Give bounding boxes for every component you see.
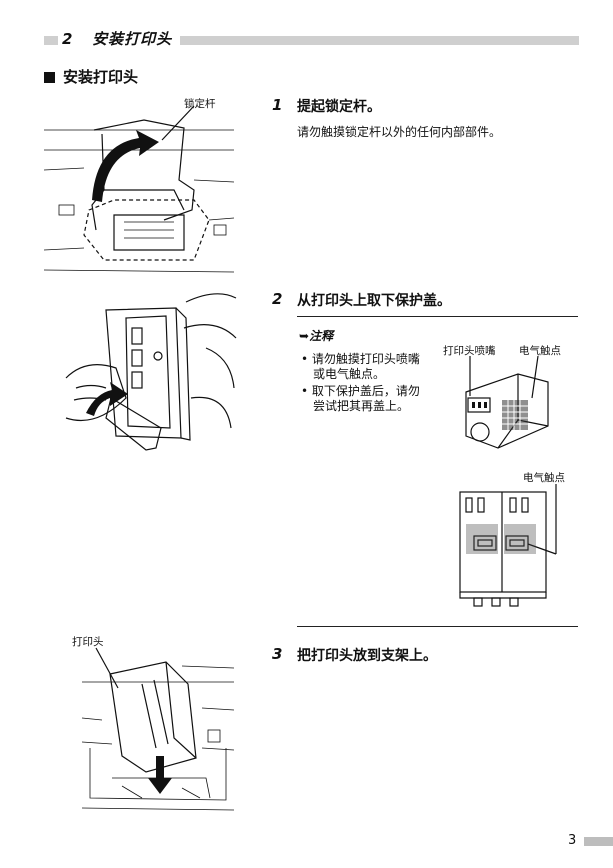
section-header-bar	[44, 36, 579, 45]
page-number: 3	[568, 833, 577, 848]
note-bullet-1: • 请勿触摸打印头喷嘴 或电气触点。	[301, 352, 420, 381]
note-bullet-2-line-1: 取下保护盖后，请勿	[311, 384, 420, 398]
note-arrow-icon: ➥	[299, 329, 310, 343]
place-print-head-illustration	[81, 647, 235, 811]
label-lock-lever: 锁定杆	[184, 98, 216, 110]
label-contacts-2: 电气触点	[523, 472, 565, 484]
note-top-rule	[297, 316, 578, 317]
subsection-title-text: 安装打印头	[63, 68, 139, 86]
section-title-text: 安装打印头	[92, 30, 173, 48]
label-contacts-1: 电气触点	[519, 345, 561, 357]
label-nozzle: 打印头喷嘴	[443, 345, 496, 357]
step-3-number: 3	[272, 645, 283, 663]
step-1-body: 请勿触摸锁定杆以外的任何内部部件。	[297, 125, 502, 139]
section-title: 2 安装打印头	[58, 28, 181, 49]
print-head-nozzle-illustration	[465, 355, 549, 449]
note-bullet-1-line-1: 请勿触摸打印头喷嘴	[311, 352, 420, 366]
note-heading: ➥注释	[299, 327, 333, 344]
note-bullet-1-line-2: 或电气触点。	[313, 367, 386, 381]
section-number: 2	[62, 30, 74, 48]
print-head-contacts-illustration	[459, 484, 557, 607]
remove-cover-illustration	[65, 293, 237, 451]
note-bottom-rule	[297, 626, 578, 627]
note-title: 注释	[309, 329, 334, 343]
square-bullet-icon	[44, 72, 55, 83]
note-bullet-2-line-2: 尝试把其再盖上。	[313, 399, 410, 413]
footer-bar	[584, 837, 613, 846]
step-1-title: 提起锁定杆。	[297, 99, 381, 115]
step-2-title: 从打印头上取下保护盖。	[297, 293, 451, 309]
step-1-number: 1	[272, 96, 283, 114]
step-3-title: 把打印头放到支架上。	[297, 648, 437, 664]
step-2-number: 2	[272, 290, 283, 308]
note-bullet-2: • 取下保护盖后，请勿 尝试把其再盖上。	[301, 384, 420, 413]
label-print-head: 打印头	[72, 636, 104, 648]
subsection-title: 安装打印头	[44, 66, 138, 87]
lock-lever-illustration	[43, 105, 235, 273]
